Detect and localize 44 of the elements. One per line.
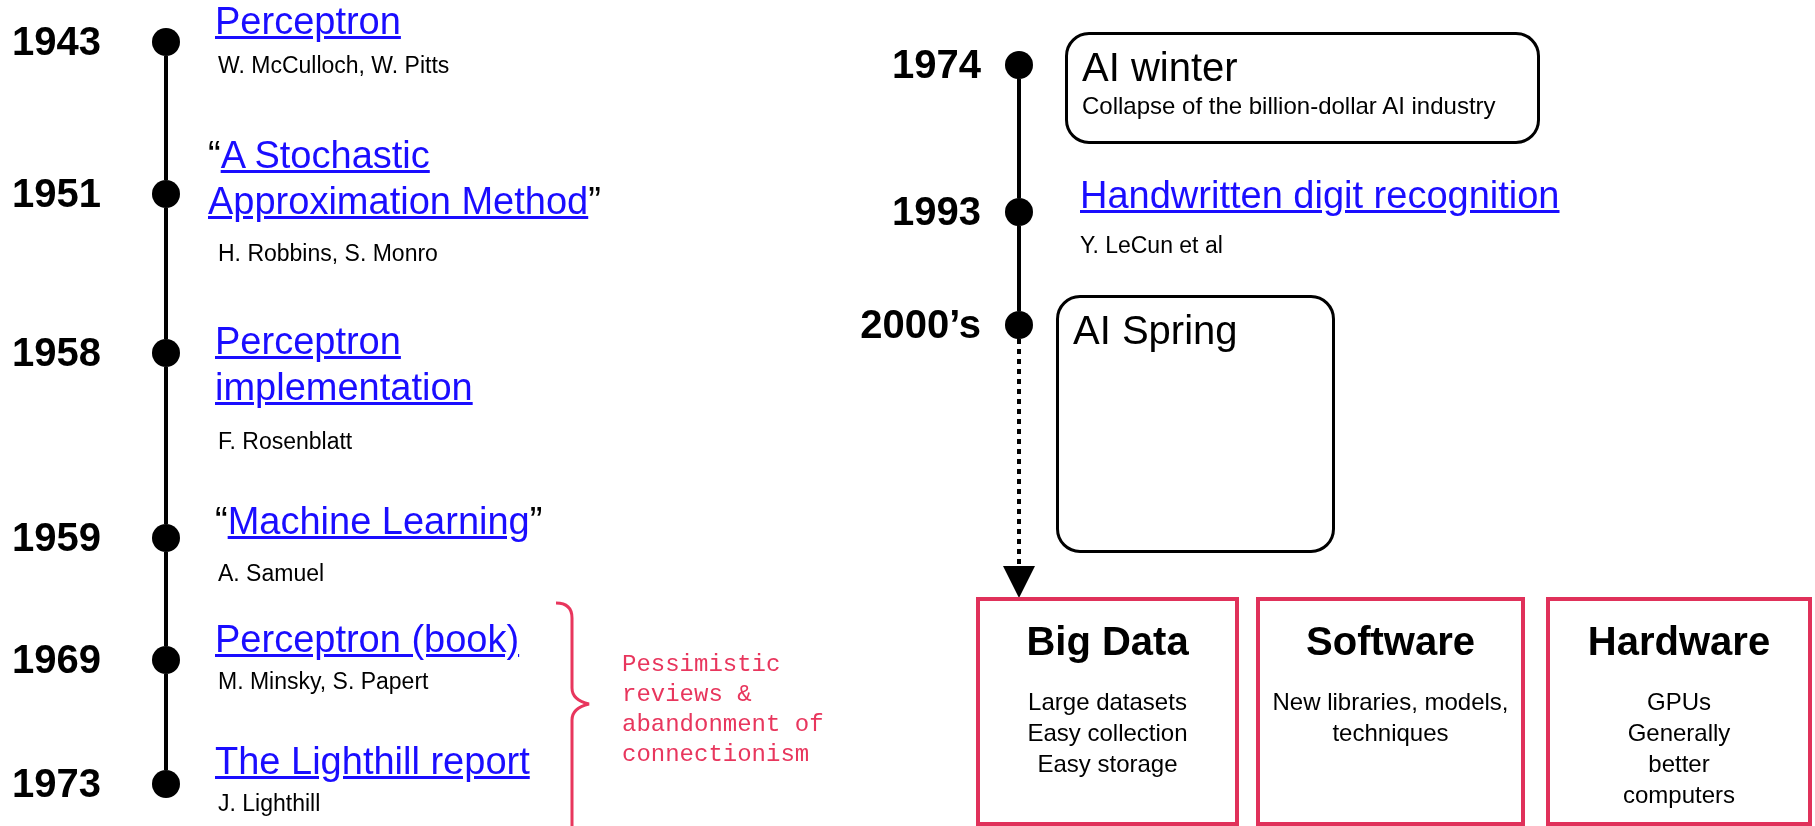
timeline-line xyxy=(164,552,168,646)
publication-link: Handwritten digit recognition xyxy=(1080,173,1561,218)
annotation-text: Pessimistic reviews & abandonment of connectionism xyxy=(622,650,825,770)
year-label: 1973 xyxy=(12,761,101,806)
timeline-line xyxy=(164,674,168,770)
timeline-line xyxy=(1017,226,1021,311)
author-text: M. Minsky, S. Papert xyxy=(218,668,430,695)
year-label: 1974 xyxy=(891,42,981,87)
publication-link: Perceptron xyxy=(215,0,402,44)
timeline-line xyxy=(164,208,168,339)
box-body-text: Collapse of the billion-dollar AI industry xyxy=(1082,91,1497,121)
era-box xyxy=(1056,295,1335,553)
author-text: W. McCulloch, W. Pitts xyxy=(218,52,451,79)
era-box xyxy=(1065,32,1540,144)
author-text: J. Lighthill xyxy=(218,790,322,817)
dotted-arrow xyxy=(1003,339,1035,598)
category-box xyxy=(1546,597,1812,826)
box-heading: Big Data xyxy=(1025,619,1190,664)
box-heading: AI winter xyxy=(1082,44,1239,91)
box-heading: AI Spring xyxy=(1073,307,1239,354)
category-box xyxy=(976,597,1239,826)
year-label: 1959 xyxy=(12,515,101,560)
timeline-line xyxy=(1017,79,1021,198)
box-body-text: New libraries, models, techniques xyxy=(1271,687,1510,748)
year-label: 1951 xyxy=(12,171,101,216)
box-body-text: GPUs Generally better computers xyxy=(1621,687,1736,810)
author-text: Y. LeCun et al xyxy=(1080,232,1224,259)
year-label: 1969 xyxy=(12,637,101,682)
box-heading: Software xyxy=(1305,619,1476,664)
category-box xyxy=(1256,597,1525,826)
box-heading: Hardware xyxy=(1586,619,1772,664)
publication-link: “A Stochastic Approximation Method” xyxy=(208,133,602,224)
year-label: 1958 xyxy=(12,330,101,375)
timeline-line xyxy=(164,367,168,524)
year-label: 1943 xyxy=(12,19,101,64)
box-body-text: Large datasets Easy collection Easy storage xyxy=(1026,687,1189,779)
author-text: H. Robbins, S. Monro xyxy=(218,240,439,267)
author-text: F. Rosenblatt xyxy=(218,428,354,455)
timeline-line xyxy=(164,56,168,180)
year-label: 1993 xyxy=(891,189,981,234)
author-text: A. Samuel xyxy=(218,560,326,587)
publication-link: Perceptron implementation xyxy=(215,319,474,410)
publication-link: “Machine Learning” xyxy=(215,499,544,544)
year-label: 2000’s xyxy=(859,302,981,347)
